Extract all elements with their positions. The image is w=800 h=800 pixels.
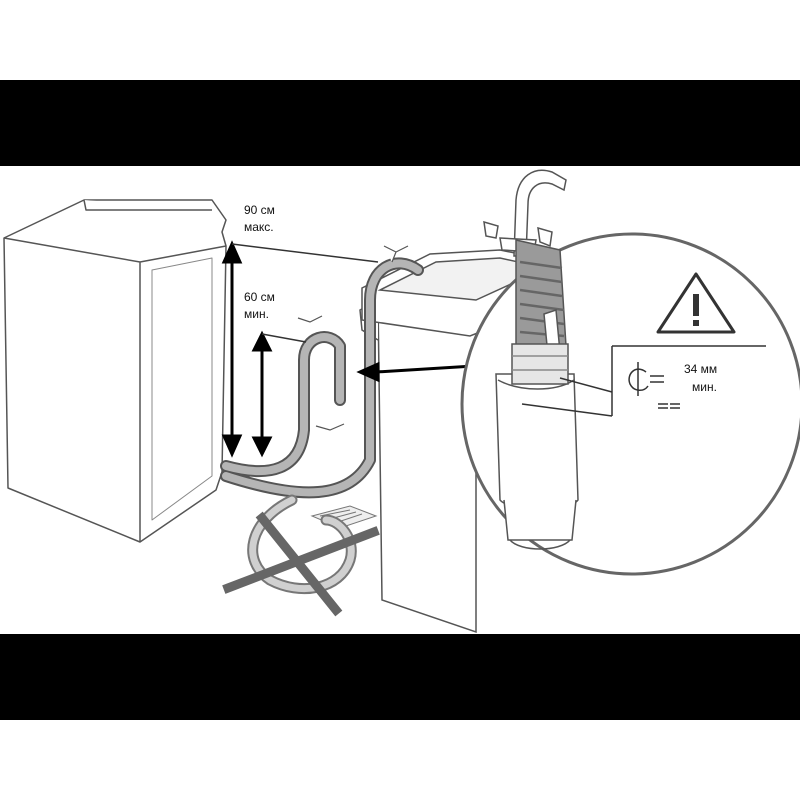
bottom-black-band — [0, 634, 800, 720]
detail-circle — [460, 232, 800, 576]
x-cross-icon — [222, 511, 380, 617]
drain-hose — [220, 257, 424, 499]
gap-note: мин. — [692, 380, 717, 394]
max-height-note: макс. — [244, 220, 274, 234]
hose-in-pipe — [511, 239, 569, 385]
standpipe — [495, 373, 579, 550]
dimension-arrows — [221, 240, 273, 458]
gap-dimension — [521, 345, 766, 417]
centerline-icon — [628, 362, 680, 409]
warning-triangle-icon — [656, 272, 736, 334]
washing-machine — [3, 199, 227, 543]
min-height-value: 60 см — [244, 290, 275, 304]
max-height-value: 90 см — [244, 203, 275, 217]
gap-value: 34 мм — [684, 362, 718, 376]
dimension-lines — [231, 243, 379, 343]
sink-cabinet — [359, 298, 477, 634]
hose-ties — [297, 245, 409, 431]
top-black-band — [0, 80, 800, 166]
min-height-note: мин. — [244, 307, 269, 321]
